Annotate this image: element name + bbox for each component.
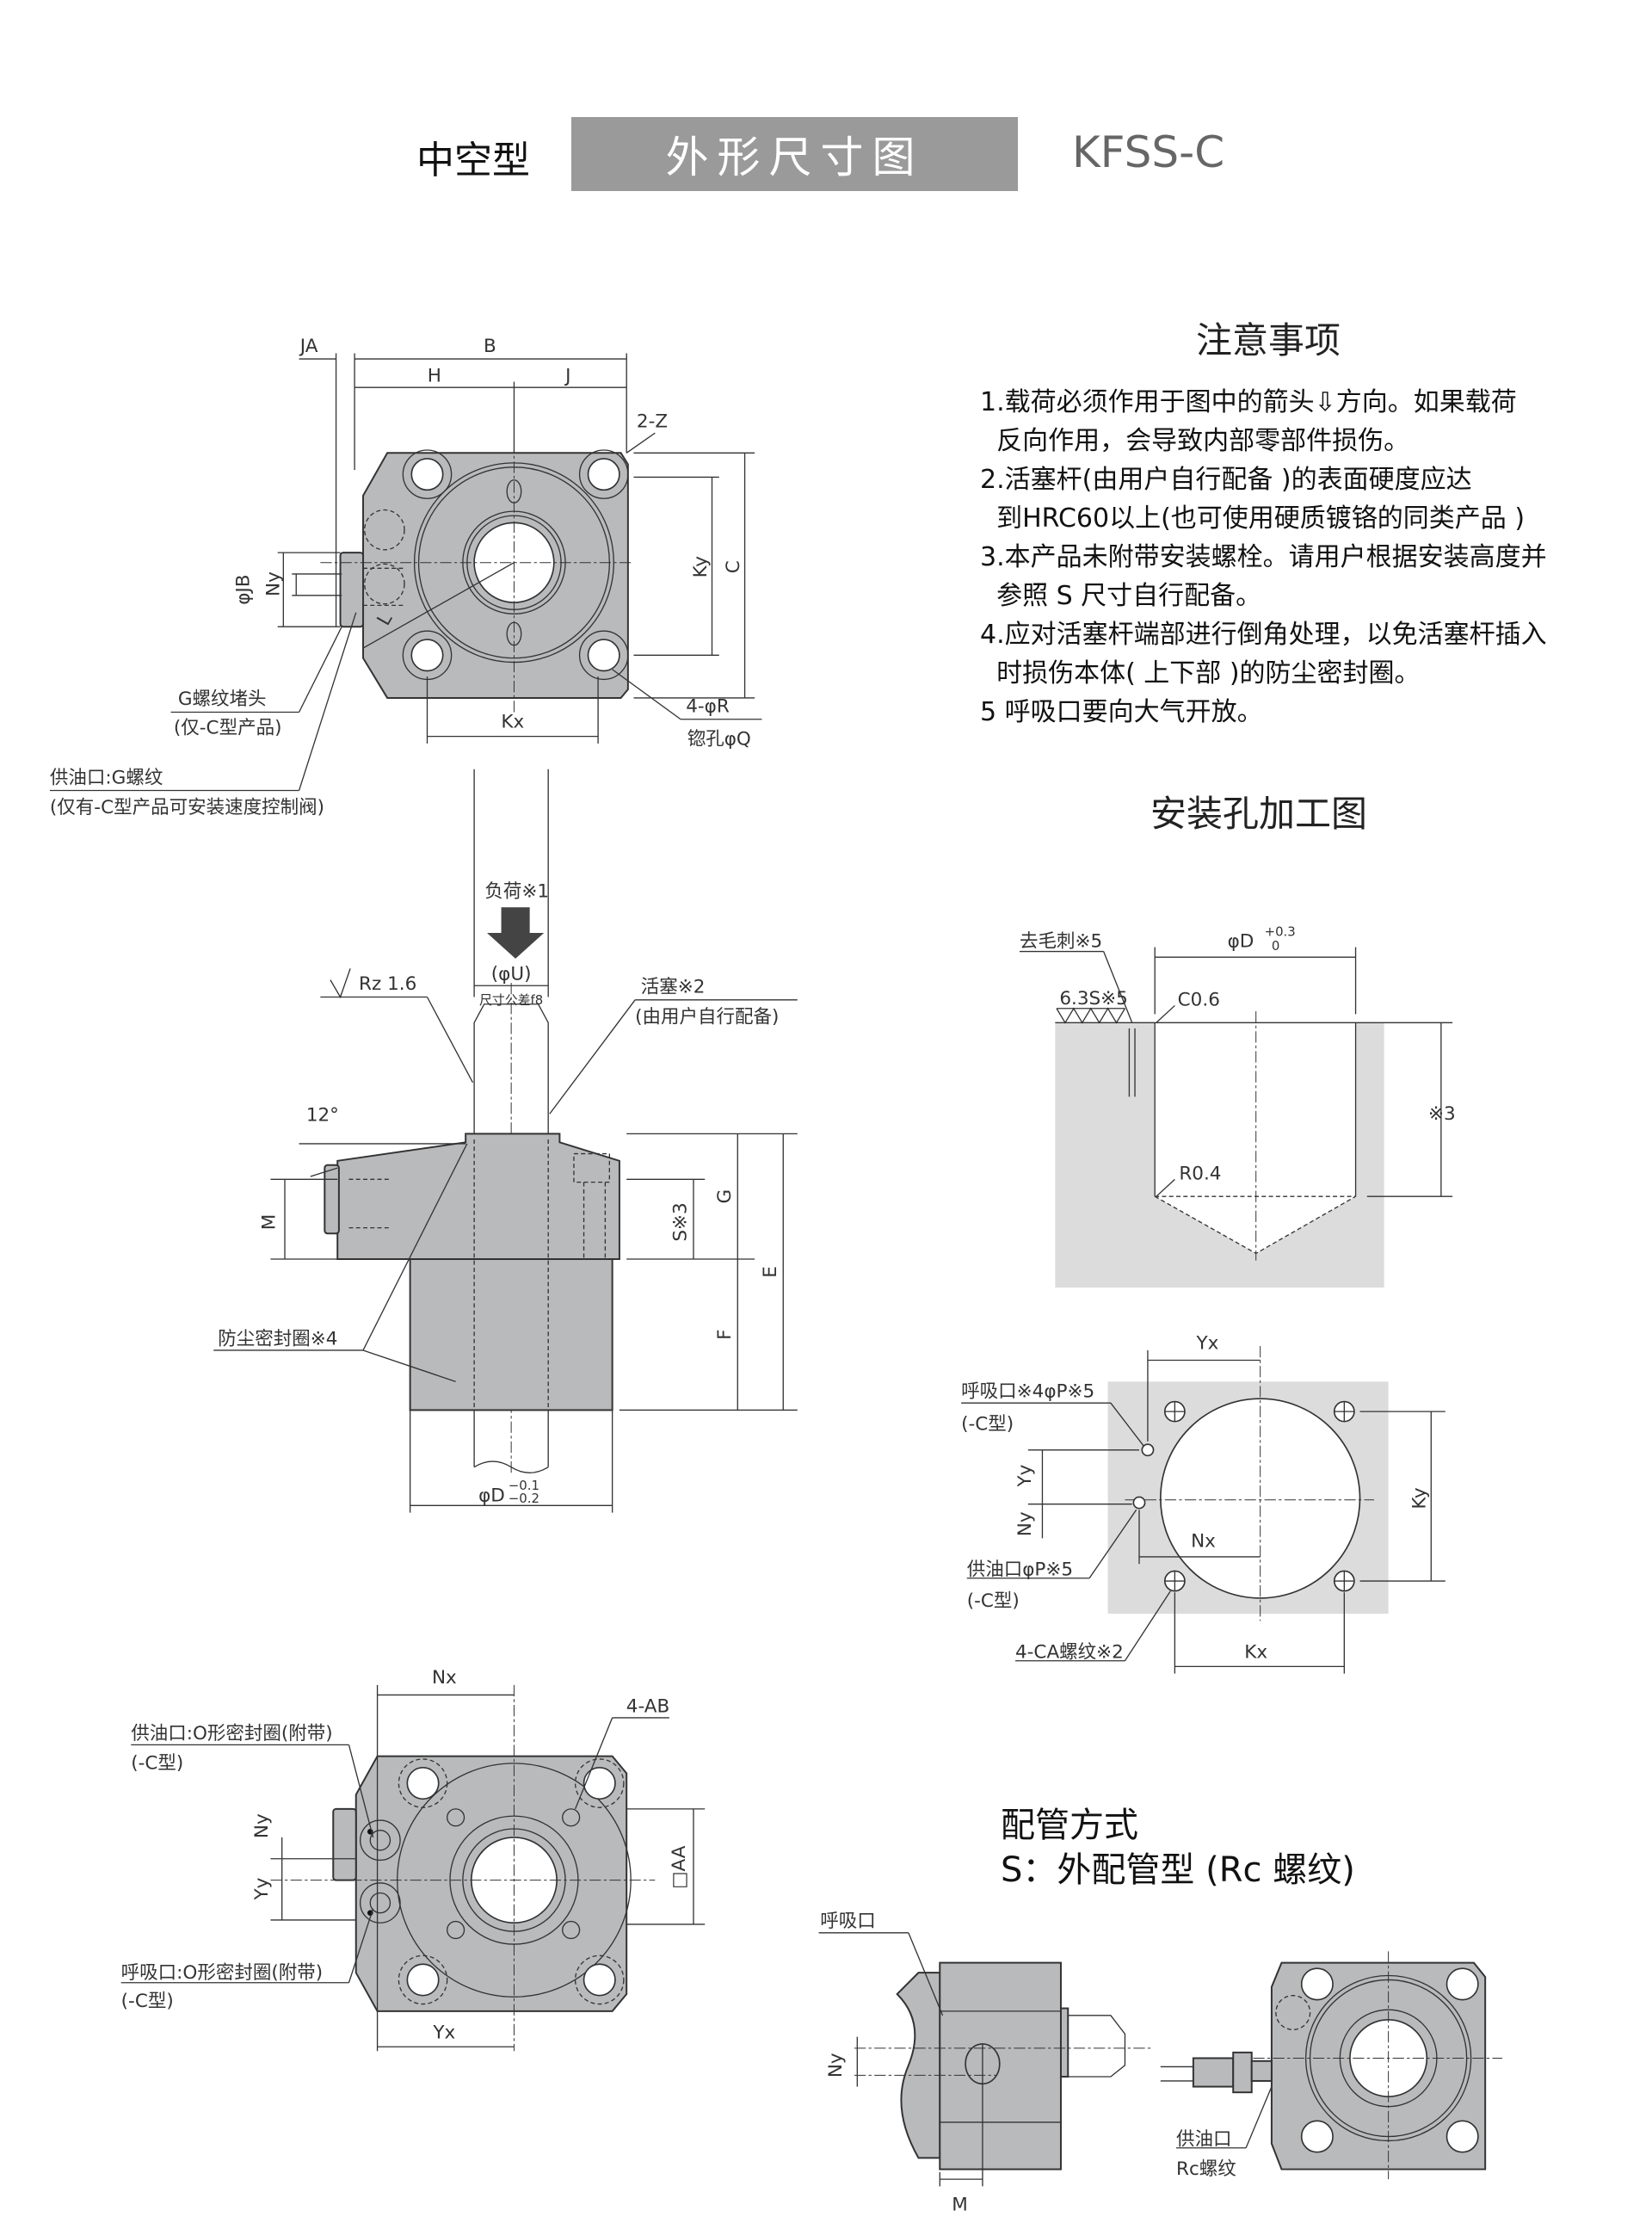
fitting-icon	[1160, 2051, 1273, 2094]
tapped-hole-icon	[1163, 1400, 1355, 1592]
dim-nx: Nx	[432, 1667, 457, 1689]
piping-section: 配管方式 S：外配管型 (Rc 螺纹)	[1001, 1803, 1355, 1893]
supply-oring-note: (-C型)	[131, 1753, 183, 1775]
dim-ja: JA	[299, 336, 318, 357]
tolerance-lower: 0	[1272, 938, 1279, 954]
dim-yy: Yy	[251, 1877, 273, 1900]
plug-label: G螺纹堵头	[178, 689, 267, 710]
notes-title: 注意事项	[1196, 319, 1341, 361]
supply-port-note: (-C型)	[967, 1590, 1020, 1612]
note-line: 1.载荷必须作用于图中的箭头⇩方向。如果载荷	[980, 387, 1517, 417]
note-line: 时损伤本体( 上下部 )的防尘密封圈。	[980, 658, 1421, 689]
mounting-hole-icon	[398, 1758, 625, 2005]
piston-note: (由用户自行配备)	[635, 1006, 779, 1028]
dim-2z: 2-Z	[637, 411, 668, 433]
dim-ny: Ny	[262, 571, 284, 596]
install-hole-title: 安装孔加工图	[1150, 793, 1368, 835]
note-line: 4.应对活塞杆端部进行倒角处理，以免活塞杆插入	[980, 620, 1547, 650]
deburr-label: 去毛刺※5	[1020, 931, 1102, 953]
hole-section-drawing: 去毛刺※5 6.3S※5 C0.6 R0.4 φD +0.3 0 ※3	[1019, 923, 1456, 1288]
page-title: 外形尺寸图	[665, 133, 924, 182]
roughness-label: 6.3S※5	[1059, 988, 1128, 1010]
dim-s: S※3	[670, 1202, 692, 1241]
roughness-label: Rz 1.6	[359, 973, 416, 995]
notes-list: 1.载荷必须作用于图中的箭头⇩方向。如果载荷 反向作用，会导致内部零部件损伤。 …	[980, 383, 1547, 732]
dim-ny: Ny	[825, 2053, 847, 2078]
angle-label: 12°	[306, 1104, 339, 1126]
note-line: 2.活塞杆(由用户自行配备 )的表面硬度应达	[980, 465, 1472, 495]
note-line: 反向作用，会导致内部零部件损伤。	[980, 426, 1410, 456]
dim-aa: □AA	[669, 1845, 690, 1889]
plug-note: (仅-C型产品)	[174, 717, 282, 738]
dust-seal-label: 防尘密封圈※4	[218, 1328, 337, 1349]
dim-yy: Yy	[1014, 1464, 1036, 1487]
dim-ky: Ky	[690, 556, 712, 578]
supply-oring-label: 供油口:O形密封圈(附带)	[131, 1723, 332, 1744]
dim-kx: Kx	[501, 712, 524, 733]
dim-4ab: 4-AB	[626, 1695, 669, 1717]
dim-ky: Ky	[1409, 1487, 1431, 1510]
dim-j: J	[564, 366, 570, 387]
note-line: 3.本产品未附带安装螺栓。请用户根据安装高度并	[980, 542, 1547, 572]
hole-pattern-drawing: Yx 呼吸口※4φP※5 (-C型) Yy Ny Nx 供油口φP※5 (-C型…	[961, 1332, 1446, 1674]
title-banner: 外形尺寸图	[571, 117, 1018, 191]
breather-oring-note: (-C型)	[121, 1991, 174, 2012]
piping-subtitle: S：外配管型 (Rc 螺纹)	[1001, 1850, 1355, 1890]
dim-q: 锪孔φQ	[687, 729, 751, 750]
mounting-hole-icon	[402, 449, 629, 681]
supply-port-label: 供油口φP※5	[967, 1559, 1073, 1580]
dim-h: H	[428, 366, 441, 387]
dim-g: G	[714, 1189, 736, 1204]
depth-note: ※3	[1428, 1103, 1456, 1125]
supply-port-label: 供油口	[1176, 2128, 1232, 2150]
dim-phi-d: φD	[1228, 931, 1254, 953]
piston-label: 活塞※2	[641, 977, 706, 998]
dim-yx: Yx	[432, 2022, 455, 2043]
tolerance-upper: −0.1	[509, 1478, 539, 1493]
supply-note: (仅有-C型产品可安装速度控制阀)	[50, 797, 324, 818]
dim-e: E	[760, 1266, 781, 1278]
dim-phi-d: φD	[478, 1485, 505, 1506]
section-drawing: 负荷※1 (φU) 尺寸公差f8 Rz 1.6 活塞※2 (由用户自行配备) 1…	[213, 769, 798, 1513]
breather-port-note: (-C型)	[961, 1414, 1014, 1436]
dim-nx: Nx	[1191, 1530, 1216, 1552]
dim-4r: 4-φR	[686, 696, 730, 718]
supply-label: 供油口:G螺纹	[50, 767, 163, 788]
top-view-drawing: JA B H J 2-Z Ky C Kx 4-φR 锪孔φQ φJB Ny L …	[49, 336, 762, 818]
dim-b: B	[484, 336, 496, 357]
dim-ny: Ny	[1014, 1511, 1036, 1536]
tolerance-lower: −0.2	[509, 1491, 539, 1506]
type-label: 中空型	[416, 139, 530, 182]
tolerance-upper: +0.3	[1265, 923, 1296, 939]
dim-f: F	[714, 1330, 736, 1340]
dim-m: M	[952, 2195, 968, 2216]
dim-yx: Yx	[1196, 1332, 1219, 1354]
dim-kx: Kx	[1244, 1641, 1267, 1663]
load-arrow-icon	[487, 907, 545, 959]
dim-phi-u: (φU)	[491, 964, 532, 985]
dim-jb: φJB	[233, 575, 255, 605]
tolerance-label: 尺寸公差f8	[479, 992, 543, 1008]
dim-m: M	[258, 1214, 280, 1231]
note-line: 到HRC60以上(也可使用硬质镀铬的同类产品 )	[980, 503, 1526, 534]
model-number: KFSS-C	[1072, 127, 1225, 177]
radius-label: R0.4	[1179, 1163, 1221, 1184]
piping-drawing: 呼吸口 Ny M 供油口 Rc螺纹	[818, 1911, 1503, 2216]
piping-title: 配管方式	[1001, 1806, 1138, 1845]
breather-label: 呼吸口	[820, 1911, 876, 1932]
dim-ny: Ny	[251, 1813, 273, 1838]
port-o-ring-icon	[360, 1819, 401, 1924]
rc-thread-label: Rc螺纹	[1176, 2158, 1236, 2180]
note-line: 5 呼吸口要向大气开放。	[980, 697, 1263, 727]
breather-oring-label: 呼吸口:O形密封圈(附带)	[121, 1962, 323, 1984]
breather-port-label: 呼吸口※4φP※5	[961, 1381, 1094, 1403]
thread-label: 4-CA螺纹※2	[1015, 1641, 1124, 1663]
note-line: 参照 S 尺寸自行配备。	[980, 581, 1262, 611]
chamfer-label: C0.6	[1178, 989, 1220, 1010]
dim-c: C	[723, 560, 744, 573]
load-label: 负荷※1	[484, 881, 549, 903]
bottom-view-drawing: Nx 4-AB 供油口:O形密封圈(附带) (-C型) Ny Yy □AA 呼吸…	[120, 1667, 706, 2052]
